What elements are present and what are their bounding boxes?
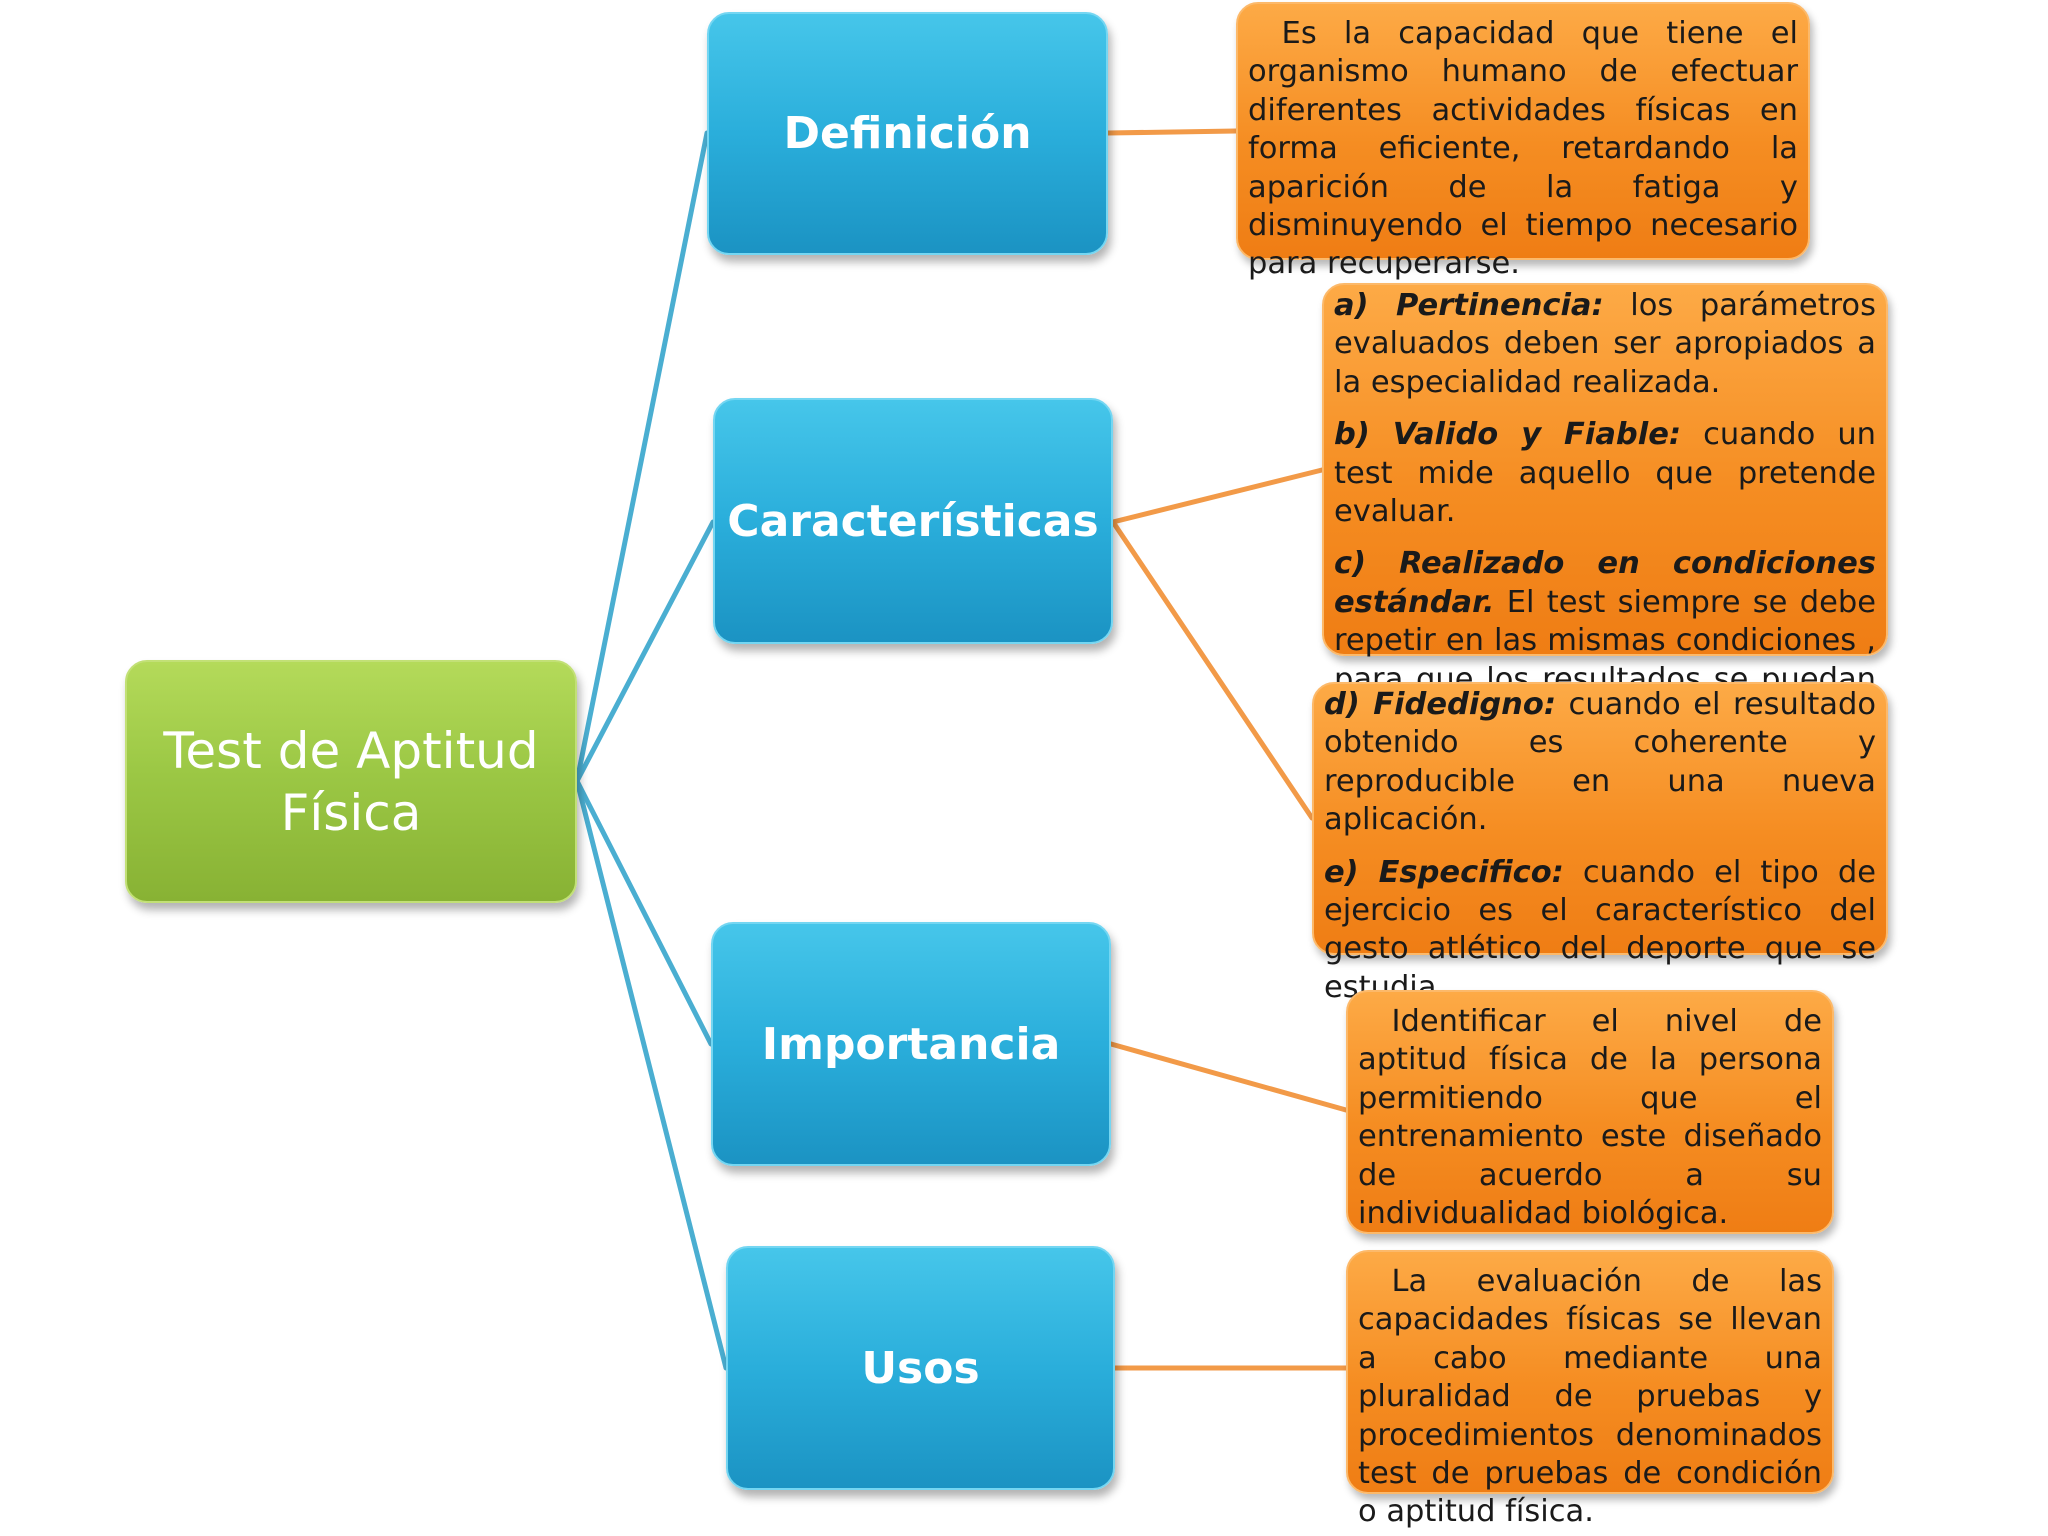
item-label: d) Fidedigno: <box>1324 687 1557 722</box>
detail-definicion-text: Es la capacidad que tiene el organismo h… <box>1248 16 1798 282</box>
connector-root-importancia <box>574 778 714 1047</box>
list-item: b) Valido y Fiable: cuando un test mide … <box>1334 416 1876 531</box>
connector-caracteristicas-detail-a <box>1110 467 1325 525</box>
item-text: cuando el resultado obtenido es coherent… <box>1324 687 1877 838</box>
item-text: cuando el tipo de ejercicio es el caract… <box>1324 854 1876 1005</box>
list-item: a) Pertinencia: los parámetros evaluados… <box>1334 287 1876 402</box>
item-text: los parámetros evaluados deben ser aprop… <box>1334 288 1876 400</box>
root-label: Test de Aptitud Física <box>163 721 539 842</box>
item-label: a) Pertinencia: <box>1334 288 1604 323</box>
list-item: e) Especifico: cuando el tipo de ejercic… <box>1324 854 1876 1008</box>
connector-root-caracteristicas <box>574 519 716 784</box>
branch-label-importancia: Importancia <box>761 1018 1061 1070</box>
item-text: cuando un test mide aquello que pretende… <box>1334 417 1876 530</box>
detail-definicion: Es la capacidad que tiene el organismo h… <box>1236 2 1810 281</box>
branch-importancia: Importancia <box>711 922 1111 1166</box>
branch-caracteristicas: Características <box>713 398 1113 644</box>
item-label: e) Especifico: <box>1324 854 1564 890</box>
branch-label-caracteristicas: Características <box>727 495 1099 547</box>
detail-importancia: Identificar el nivel de aptitud física d… <box>1346 990 1834 1234</box>
detail-importancia-text: Identificar el nivel de aptitud física d… <box>1358 1004 1822 1232</box>
connector-caracteristicas-detail-b <box>1110 519 1315 821</box>
connector-root-usos <box>574 778 729 1371</box>
branch-definicion: Definición <box>707 12 1108 255</box>
branch-label-usos: Usos <box>861 1342 980 1394</box>
detail-usos: La evaluación de las capacidades físicas… <box>1346 1250 1834 1529</box>
detail-usos-text: La evaluación de las capacidades físicas… <box>1358 1264 1822 1530</box>
root-node: Test de Aptitud Física <box>125 660 577 903</box>
detail-caracteristicas-b: d) Fidedigno: cuando el resultado obteni… <box>1312 682 1888 1005</box>
branch-usos: Usos <box>726 1246 1115 1490</box>
list-item: d) Fidedigno: cuando el resultado obteni… <box>1324 686 1876 840</box>
item-label: c) Realizado en condiciones estándar. <box>1334 546 1876 620</box>
item-label: b) Valido y Fiable: <box>1334 417 1682 453</box>
connector-importancia-detail <box>1108 1041 1349 1113</box>
branch-label-definicion: Definición <box>783 108 1032 159</box>
connector-root-definicion <box>574 130 710 784</box>
detail-caracteristicas-a: a) Pertinencia: los parámetros evaluados… <box>1322 283 1888 735</box>
connector-definicion-detail <box>1105 128 1239 136</box>
